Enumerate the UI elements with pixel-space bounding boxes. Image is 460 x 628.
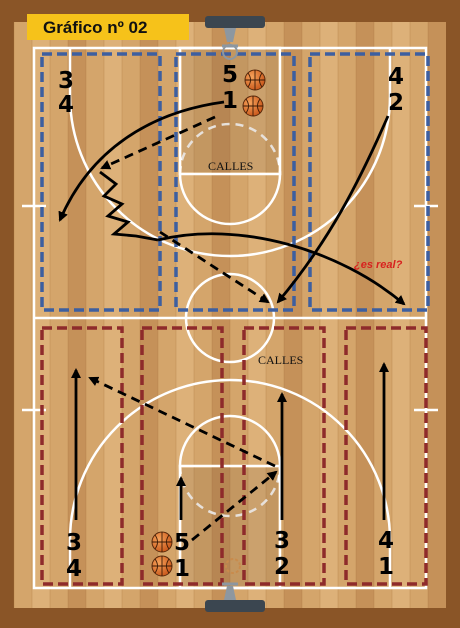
wood-plank: [86, 22, 104, 608]
player-label: 5: [174, 530, 190, 556]
basketball-icon: [243, 96, 263, 116]
basketball-icon: [152, 556, 172, 576]
player-label: 1: [222, 88, 238, 114]
bottom-key-shade: [182, 468, 278, 586]
question-note: ¿es real?: [354, 259, 403, 271]
basketball-icon: [245, 70, 265, 90]
wood-plank: [14, 22, 32, 608]
basketball-icon: [152, 532, 172, 552]
wood-plank: [356, 22, 374, 608]
lanes-label: CALLES: [258, 353, 303, 367]
player-label: 1: [378, 554, 394, 580]
wood-plank: [140, 22, 158, 608]
wood-plank: [428, 22, 446, 608]
lanes-label: CALLES: [208, 159, 253, 173]
wood-plank: [338, 22, 356, 608]
player-label: 4: [388, 64, 404, 90]
wood-plank: [104, 22, 122, 608]
player-label: 3: [58, 68, 74, 94]
player-label: 3: [66, 530, 82, 556]
player-label: 2: [274, 554, 290, 580]
wood-plank: [122, 22, 140, 608]
player-label: 4: [378, 528, 394, 554]
player-label: 1: [174, 556, 190, 582]
player-label: 4: [66, 556, 82, 582]
player-label: 4: [58, 92, 74, 118]
player-label: 2: [388, 90, 404, 116]
player-label: 5: [222, 62, 238, 88]
diagram-title: Gráfico nº 02: [43, 18, 147, 37]
player-label: 3: [274, 528, 290, 554]
